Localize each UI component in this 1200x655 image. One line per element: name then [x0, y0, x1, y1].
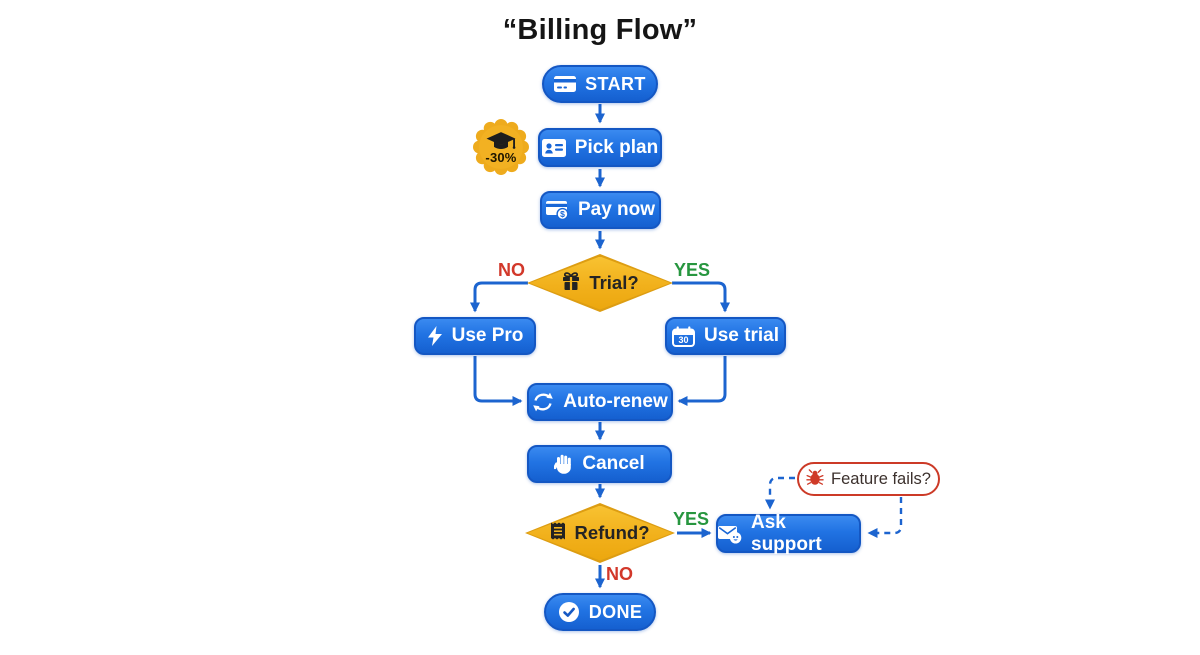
decision-trial: Trial? [527, 254, 673, 312]
node-start: START [542, 65, 658, 103]
discount-badge: -30% [473, 119, 529, 175]
node-use-trial-label: Use trial [704, 325, 779, 346]
edge-label-refund-yes: YES [673, 509, 710, 529]
node-use-trial: 30 Use trial [665, 317, 786, 355]
decision-refund-label: Refund? [574, 522, 650, 543]
node-auto-renew: Auto-renew [527, 383, 673, 421]
node-use-pro-label: Use Pro [451, 325, 524, 346]
refresh-icon [532, 392, 554, 412]
node-ask-support: Ask support [716, 511, 861, 555]
discount-badge-label: -30% [485, 150, 517, 165]
decision-trial-label: Trial? [589, 272, 639, 293]
lightning-icon [427, 326, 443, 346]
callout-feature-fails-label: Feature fails? [831, 469, 931, 488]
decision-refund: Refund? [525, 503, 675, 563]
node-pay-now-label: Pay now [577, 199, 656, 220]
node-cancel-label: Cancel [582, 453, 645, 474]
node-pick-plan-label: Pick plan [574, 136, 659, 158]
edge-label-trial-yes: YES [674, 260, 711, 280]
edge-usepro-autorenew [473, 356, 523, 406]
check-circle-icon [558, 601, 580, 623]
edge-trial-usepro [470, 281, 528, 313]
edge-label-refund-no: NO [606, 564, 633, 584]
edge-featurefails-asksupport-right [867, 497, 903, 538]
dollar-glyph: $ [560, 209, 565, 219]
node-ask-support-label: Ask support [751, 511, 822, 555]
edge-featurefails-asksupport-top [765, 476, 795, 510]
id-card-icon [541, 138, 566, 157]
calendar-icon: 30 [672, 325, 695, 347]
edge-label-trial-no: NO [498, 260, 525, 280]
graduation-cap-icon [473, 119, 529, 179]
credit-card-icon [554, 76, 577, 92]
node-auto-renew-label: Auto-renew [563, 391, 668, 412]
bug-icon [806, 468, 824, 491]
node-done: DONE [544, 593, 656, 631]
node-pick-plan: Pick plan [538, 128, 662, 167]
callout-feature-fails: Feature fails? [797, 462, 940, 496]
calendar-30-glyph: 30 [678, 335, 688, 345]
receipt-icon [550, 521, 566, 546]
page-title: “Billing Flow” [502, 14, 698, 46]
node-cancel: Cancel [527, 445, 672, 483]
node-use-pro: Use Pro [414, 317, 536, 355]
node-start-label: START [585, 73, 646, 94]
edge-usetrial-autorenew [677, 356, 727, 406]
gift-icon [561, 271, 581, 296]
mail-chat-icon [718, 524, 742, 544]
node-done-label: DONE [588, 601, 643, 622]
node-pay-now: $ Pay now [540, 191, 661, 229]
hand-icon [554, 454, 573, 474]
edge-trial-usetrial [672, 281, 730, 313]
card-dollar-icon: $ [545, 200, 569, 220]
